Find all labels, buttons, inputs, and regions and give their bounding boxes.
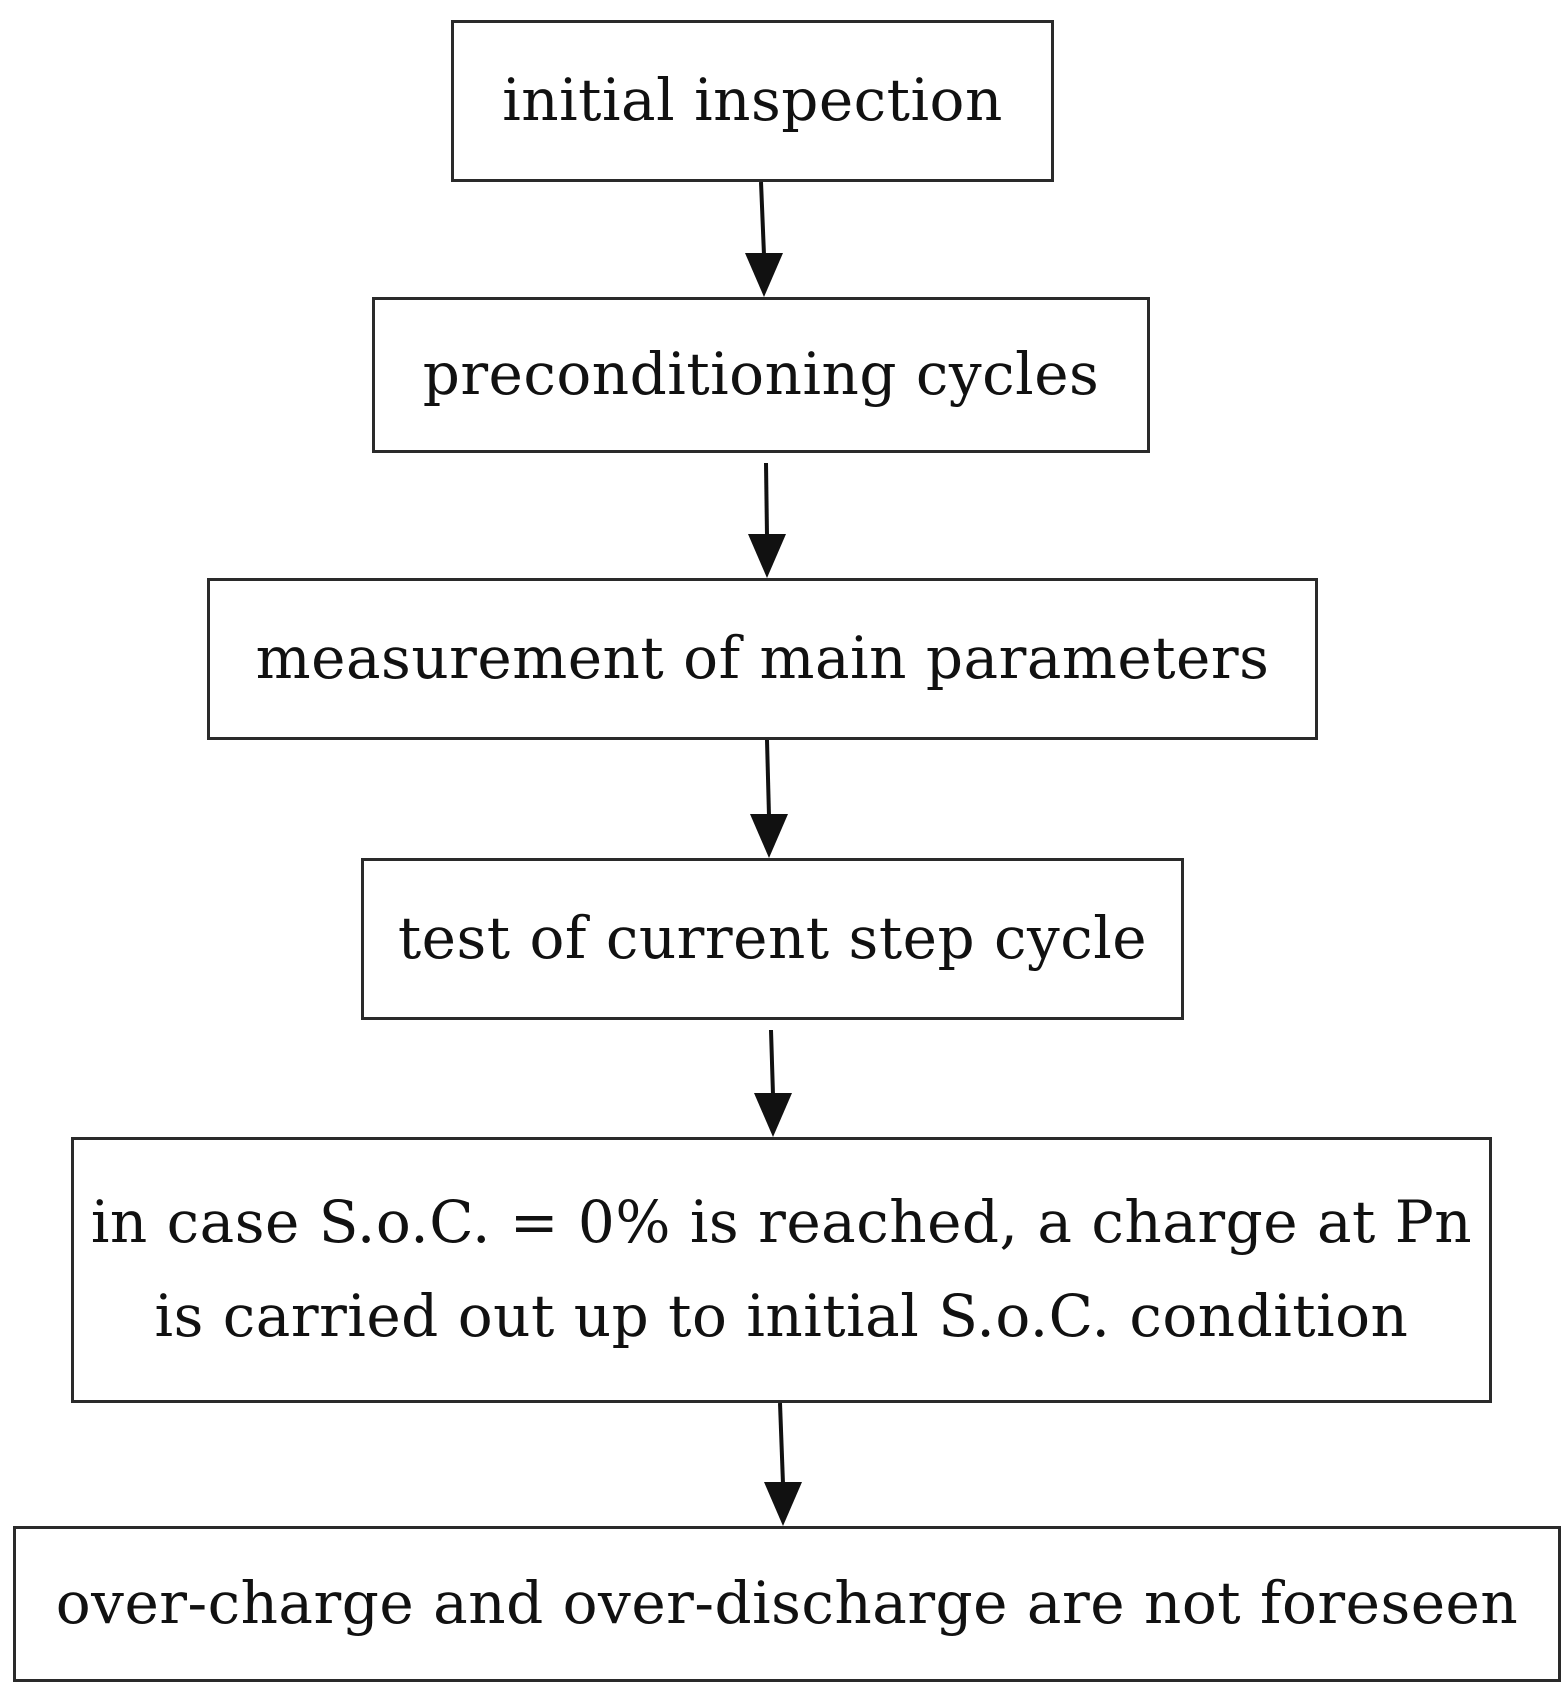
step-measurement-of-main-parameters: measurement of main parameters: [207, 578, 1318, 740]
arrow-shaft: [764, 462, 769, 537]
arrow-shaft: [778, 1402, 785, 1485]
flow-arrow: [748, 462, 786, 578]
step-label-line: is carried out up to initial S.o.C. cond…: [154, 1282, 1409, 1350]
step-test-of-current-step-cycle: test of current step cycle: [361, 858, 1184, 1020]
step-label-line: over-charge and over-discharge are not f…: [55, 1569, 1519, 1638]
step-label-line: preconditioning cycles: [422, 340, 1100, 409]
step-preconditioning-cycles: preconditioning cycles: [372, 297, 1150, 453]
arrow-head: [748, 534, 786, 578]
flow-arrow: [745, 181, 783, 297]
flow-arrow: [754, 1029, 792, 1137]
step-label-line: measurement of main parameters: [255, 624, 1270, 693]
step-no-overcharge-overdischarge: over-charge and over-discharge are not f…: [13, 1526, 1561, 1682]
flow-arrow: [764, 1402, 802, 1526]
step-label-line: in case S.o.C. = 0% is reached, a charge…: [90, 1188, 1473, 1257]
arrow-shaft: [769, 1029, 775, 1096]
arrow-head: [750, 814, 788, 858]
step-soc-zero-recharge: in case S.o.C. = 0% is reached, a charge…: [71, 1137, 1492, 1403]
step-initial-inspection: initial inspection: [451, 20, 1054, 182]
arrow-head: [754, 1093, 792, 1137]
arrow-head: [745, 253, 783, 297]
flow-arrow: [750, 739, 788, 858]
arrow-shaft: [759, 181, 766, 256]
step-label-line: test of current step cycle: [397, 904, 1148, 973]
arrow-shaft: [765, 739, 771, 817]
arrow-head: [764, 1482, 802, 1526]
step-label-line: initial inspection: [502, 66, 1003, 135]
